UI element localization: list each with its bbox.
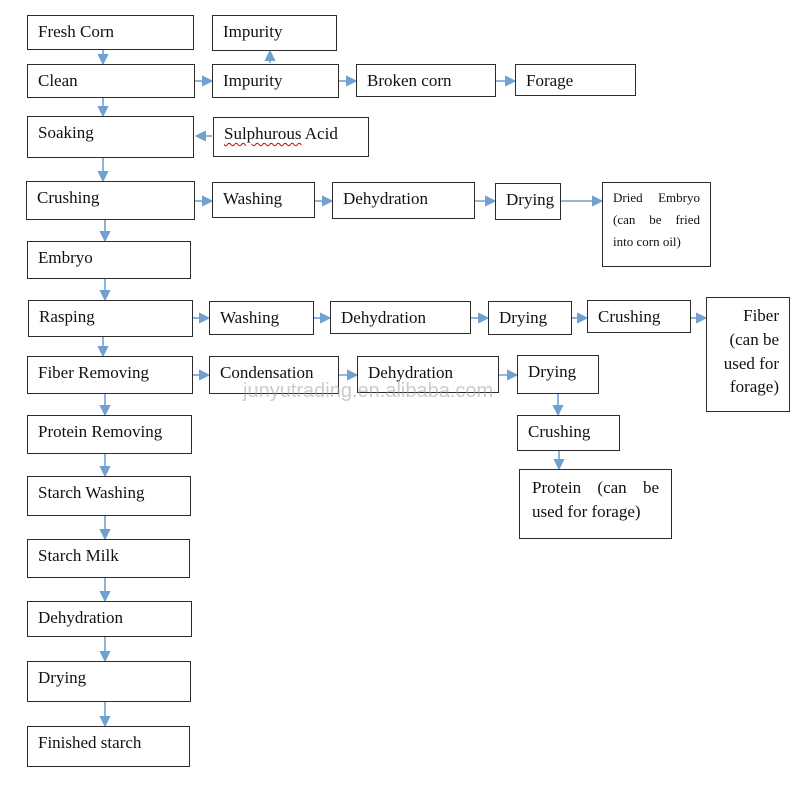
label: Clean	[38, 71, 78, 90]
label: Drying	[38, 668, 87, 687]
label-acid: Acid	[301, 124, 338, 143]
node-fiber: Fiber (can be used for forage)	[706, 297, 790, 412]
label: Dehydration	[368, 363, 453, 382]
label: Dehydration	[343, 189, 428, 208]
label: Washing	[220, 308, 280, 327]
node-dehydration-protein: Dehydration	[357, 356, 499, 393]
label: Embryo	[38, 248, 93, 267]
label: Finished starch	[38, 733, 142, 752]
node-starch-washing: Starch Washing	[27, 476, 191, 516]
node-rasping: Rasping	[28, 300, 193, 337]
node-protein: Protein (can be used for forage)	[519, 469, 672, 539]
node-crushing-main: Crushing	[26, 181, 195, 220]
label: Crushing	[598, 307, 661, 326]
node-soaking: Soaking	[27, 116, 194, 158]
node-condensation: Condensation	[209, 356, 339, 394]
node-clean: Clean	[27, 64, 195, 98]
label: Protein Removing	[38, 422, 163, 441]
label: Crushing	[37, 188, 100, 207]
label: Condensation	[220, 363, 314, 382]
label-sulphurous: Sulphurous	[224, 124, 302, 143]
node-drying-main: Drying	[27, 661, 191, 702]
label: Fiber (can be used for forage)	[723, 306, 779, 397]
node-washing-embryo: Washing	[212, 182, 315, 218]
label: Starch Milk	[38, 546, 119, 565]
label: Dehydration	[38, 608, 123, 627]
label: Drying	[506, 190, 555, 209]
node-fiber-removing: Fiber Removing	[27, 356, 193, 394]
label: Soaking	[38, 123, 94, 142]
node-fresh-corn: Fresh Corn	[27, 15, 194, 50]
label: Starch Washing	[38, 483, 145, 502]
node-dehydration-main: Dehydration	[27, 601, 192, 637]
label: Protein (can be used for forage)	[532, 478, 659, 521]
node-drying-fiber: Drying	[488, 301, 572, 335]
node-dehydration-embryo: Dehydration	[332, 182, 475, 219]
node-protein-removing: Protein Removing	[27, 415, 192, 454]
label: Rasping	[39, 307, 95, 326]
node-finished-starch: Finished starch	[27, 726, 190, 767]
label: Forage	[526, 71, 574, 90]
node-sulphurous-acid: Sulphurous Acid	[213, 117, 369, 157]
node-starch-milk: Starch Milk	[27, 539, 190, 578]
label: Dehydration	[341, 308, 426, 327]
node-dried-embryo: Dried Embryo (can be fried into corn oil…	[602, 182, 711, 267]
label: Fresh Corn	[38, 22, 115, 41]
node-crushing-protein: Crushing	[517, 415, 620, 451]
node-drying-embryo: Drying	[495, 183, 561, 220]
node-dehydration-fiber: Dehydration	[330, 301, 471, 334]
node-impurity-top: Impurity	[212, 15, 337, 51]
node-forage: Forage	[515, 64, 636, 96]
node-drying-protein: Drying	[517, 355, 599, 394]
label: Impurity	[223, 71, 283, 90]
label: Drying	[528, 362, 577, 381]
node-crushing-fiber: Crushing	[587, 300, 691, 333]
label: Broken corn	[367, 71, 452, 90]
node-embryo: Embryo	[27, 241, 191, 279]
node-impurity: Impurity	[212, 64, 339, 98]
label: Washing	[223, 189, 283, 208]
node-washing-fiber: Washing	[209, 301, 314, 335]
label: Crushing	[528, 422, 591, 441]
label: Drying	[499, 308, 548, 327]
node-broken-corn: Broken corn	[356, 64, 496, 97]
label: Fiber Removing	[38, 363, 149, 382]
label: Impurity	[223, 22, 283, 41]
label: Dried Embryo (can be fried into corn oil…	[613, 190, 700, 250]
